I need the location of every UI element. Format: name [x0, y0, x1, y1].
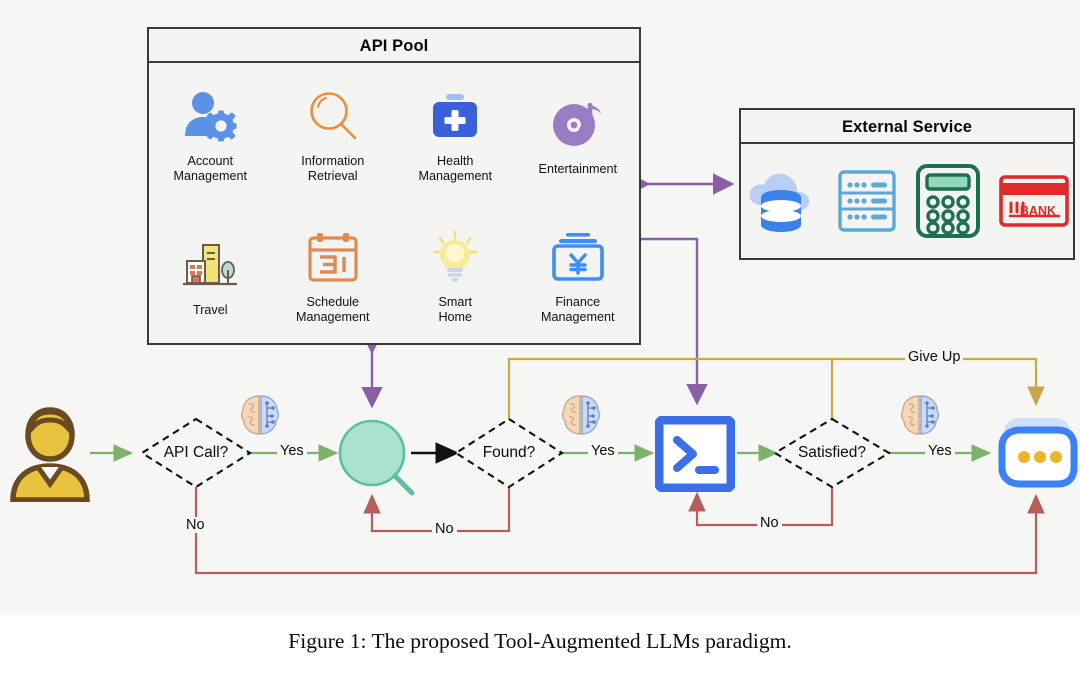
person-gear-icon [181, 87, 239, 145]
api-item-entertainment[interactable]: Entertainment [519, 95, 637, 177]
api-item-label: Health Management [418, 154, 492, 183]
decision-label-found[interactable]: Found? [482, 444, 536, 461]
api-item-health-management[interactable]: Health Management [396, 87, 514, 184]
llm-brain-icon-3 [897, 392, 943, 443]
edge-apicall-no [194, 487, 1045, 575]
retriever-magnifier-icon[interactable] [336, 416, 418, 503]
llm-brain-icon-2 [558, 392, 604, 443]
api-item-label: Account Management [173, 154, 247, 183]
bank-card-icon: BANK [998, 174, 1070, 233]
bank-card-label: BANK [1020, 204, 1056, 218]
decision-label-api-call[interactable]: API Call? [163, 444, 229, 461]
figure-caption: Figure 1: The proposed Tool-Augmented LL… [288, 629, 792, 653]
api-item-information-retrieval[interactable]: Information Retrieval [274, 87, 392, 184]
lightbulb-icon [428, 228, 482, 286]
api-item-label: Travel [192, 302, 228, 317]
api-item-account-management[interactable]: Account Management [151, 87, 269, 184]
api-item-label: Schedule Management [295, 295, 370, 324]
decision-label-satisfied[interactable]: Satisfied? [797, 444, 867, 461]
edge-label-no-3: No [757, 515, 782, 531]
api-pool-grid: Account Management Information Retrieval [149, 65, 639, 347]
api-item-travel[interactable]: Travel [151, 236, 269, 318]
first-aid-kit-icon [427, 87, 483, 145]
edge-label-yes-2: Yes [588, 443, 618, 459]
api-item-label: Finance Management [540, 295, 615, 324]
figure-area: API Pool [10, 27, 1078, 575]
server-rack-icon [836, 168, 898, 239]
edge-label-give-up: Give Up [905, 349, 964, 365]
caption-area: Figure 1: The proposed Tool-Augmented LL… [0, 615, 1080, 691]
music-disc-icon [550, 95, 606, 153]
external-service-title: External Service [741, 110, 1073, 144]
terminal-icon[interactable] [654, 415, 736, 497]
external-service-icons: BANK [741, 146, 1073, 260]
magnifier-icon [305, 87, 361, 145]
edge-label-yes-3: Yes [925, 443, 955, 459]
edge-apipool-terminal [635, 237, 708, 406]
api-item-label: Information Retrieval [301, 154, 365, 183]
api-item-finance-management[interactable]: Finance Management [519, 228, 637, 325]
external-service-panel: External Service [739, 108, 1075, 260]
api-item-schedule-management[interactable]: Schedule Management [274, 228, 392, 325]
edge-label-no-2: No [432, 521, 457, 537]
edge-label-yes-1: Yes [277, 443, 307, 459]
api-item-smart-home[interactable]: Smart Home [396, 228, 514, 325]
yen-wallet-icon [549, 228, 607, 286]
api-item-label: Smart Home [438, 295, 473, 324]
api-pool-panel: API Pool [147, 27, 641, 345]
api-item-label: Entertainment [538, 161, 617, 176]
api-pool-title: API Pool [149, 29, 639, 63]
edge-label-no-1: No [183, 517, 208, 533]
user-avatar-icon[interactable] [10, 404, 90, 507]
chat-response-icon[interactable] [994, 410, 1078, 501]
calculator-icon [914, 163, 982, 244]
calendar-31-icon [305, 228, 361, 286]
buildings-tree-icon [181, 236, 239, 294]
cloud-database-icon [744, 165, 820, 242]
llm-brain-icon-1 [237, 392, 283, 443]
